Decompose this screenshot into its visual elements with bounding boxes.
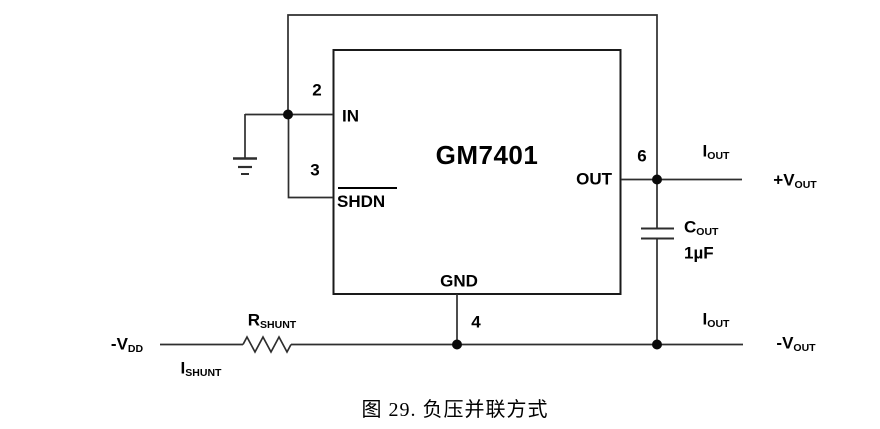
junction-dot-out [652, 174, 662, 185]
rshunt-main: R [247, 310, 261, 330]
iout-bottom-label: IOUT [703, 310, 730, 329]
vout-neg-label: -VOUT [776, 334, 815, 353]
junction-dot-gnd [452, 339, 462, 350]
pin-out-label: OUT [576, 169, 612, 189]
shdn-pin-wire [287, 114, 333, 199]
vdd-neg-label: -VDD [111, 335, 143, 354]
vout-pos-main: +V [773, 170, 795, 190]
ishunt-label: ISHUNT [181, 359, 222, 378]
vout-pos-sub: OUT [794, 179, 817, 192]
pin-gnd-label: GND [440, 271, 478, 291]
pin2-number: 2 [312, 80, 322, 100]
cout-label: COUT [684, 218, 718, 237]
cout-value-label: 1µF [684, 243, 714, 263]
pin4-number: 4 [471, 312, 481, 332]
ishunt-main: I [180, 358, 186, 378]
chip-outline [332, 49, 622, 295]
pin3-number: 3 [310, 160, 320, 180]
ground-icon [233, 157, 257, 175]
iout-bottom-main: I [702, 309, 708, 329]
figure-caption: 图 29. 负压并联方式 [361, 399, 549, 421]
pin6-number: 6 [637, 146, 647, 166]
ishunt-sub: SHUNT [185, 367, 222, 380]
rshunt-label: RSHUNT [248, 311, 296, 330]
feedback-wire [287, 14, 658, 228]
junction-dot-in [283, 109, 293, 120]
vout-pos-label: +VOUT [773, 171, 816, 190]
iout-top-label: IOUT [703, 142, 730, 161]
pin-in-label: IN [342, 106, 359, 126]
iout-top-sub: OUT [707, 150, 730, 163]
rshunt-sub: SHUNT [260, 319, 297, 332]
vout-neg-main: -V [776, 333, 794, 353]
cout-sub: OUT [696, 226, 719, 239]
iout-top-main: I [702, 141, 708, 161]
resistor-icon [242, 335, 292, 354]
capacitor-icon [641, 227, 674, 240]
vout-neg-sub: OUT [793, 342, 816, 355]
iout-bottom-sub: OUT [707, 318, 730, 331]
cout-main: C [684, 217, 697, 237]
chip-name-label: GM7401 [435, 140, 539, 170]
vdd-neg-sub: DD [127, 343, 144, 356]
vdd-neg-main: -V [110, 334, 128, 354]
junction-dot-cap [652, 339, 662, 350]
pin-shdn-label: SHDN [337, 192, 386, 211]
